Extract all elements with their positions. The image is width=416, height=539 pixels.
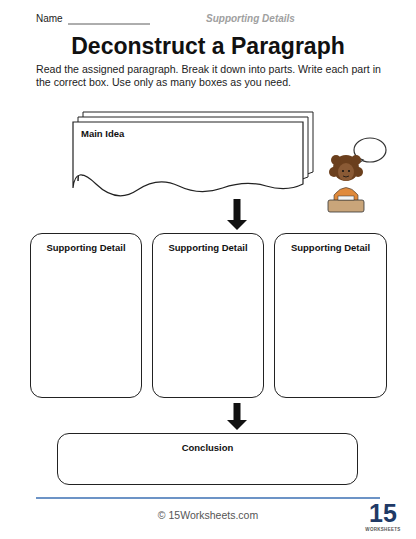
logo-number: 15 <box>366 500 400 526</box>
supporting-detail-box: Supporting Detail <box>152 233 264 398</box>
name-field-label: Name <box>36 13 63 24</box>
box-heading: Main Idea <box>81 128 295 139</box>
instructions: Read the assigned paragraph. Break it do… <box>36 63 394 89</box>
main-idea-box: Main Idea <box>73 122 303 194</box>
box-heading: Supporting Detail <box>37 242 135 253</box>
supporting-detail-box: Supporting Detail <box>30 233 142 398</box>
conclusion-box: Conclusion <box>57 433 358 485</box>
topic-header: Supporting Details <box>206 13 295 24</box>
worksheet-title: Deconstruct a Paragraph <box>0 33 416 60</box>
name-underline <box>68 24 150 25</box>
student-illustration <box>328 138 386 212</box>
flow-arrow <box>227 199 247 230</box>
flow-arrow <box>227 403 247 430</box>
supporting-detail-box: Supporting Detail <box>274 233 387 398</box>
copyright-notice: © 15Worksheets.com <box>0 509 416 521</box>
footer-rule <box>36 497 380 499</box>
box-heading: Supporting Detail <box>159 242 257 253</box>
box-heading: Supporting Detail <box>281 242 380 253</box>
logo-text: WORKSHEETS <box>364 527 402 532</box>
box-heading: Conclusion <box>64 442 351 453</box>
